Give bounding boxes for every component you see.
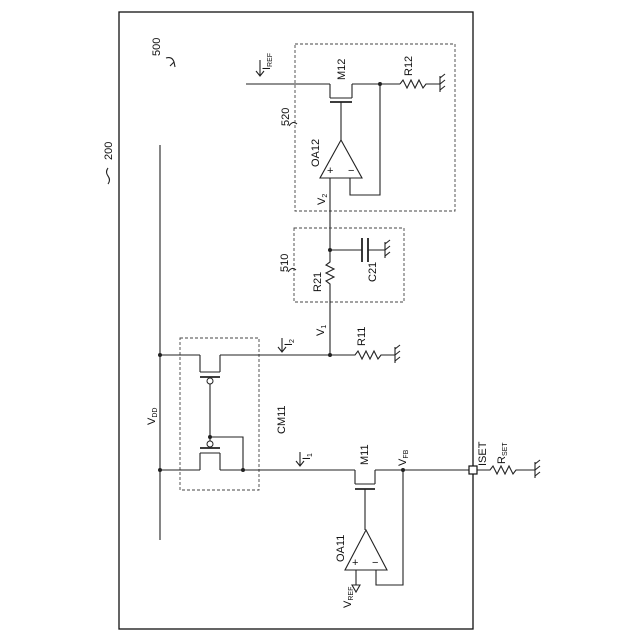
ground-icon bbox=[385, 240, 390, 258]
block-510-boundary bbox=[294, 228, 404, 302]
rset-label: RSET bbox=[496, 442, 509, 464]
m11-label: M11 bbox=[359, 444, 371, 465]
rset-resistor bbox=[477, 466, 535, 474]
block-520-boundary bbox=[295, 44, 455, 211]
r12-resistor bbox=[400, 80, 440, 88]
v1-label: V1 bbox=[315, 325, 328, 336]
oa12-label: OA12 bbox=[310, 139, 322, 167]
figure-ref-text: 500 bbox=[151, 38, 163, 56]
m12-label: M12 bbox=[336, 59, 348, 80]
r11-resistor bbox=[330, 351, 395, 359]
i1-label: I1 bbox=[301, 453, 314, 460]
r11-label: R11 bbox=[356, 327, 368, 346]
oa11-feedback-wire bbox=[376, 470, 403, 585]
ground-icon bbox=[440, 74, 445, 92]
figure-ref-label: 500 bbox=[151, 38, 175, 67]
vref-label: VREF bbox=[342, 587, 355, 608]
r12-label: R12 bbox=[403, 56, 415, 76]
m12-transistor bbox=[330, 84, 352, 140]
vfb-label: VFB bbox=[397, 449, 410, 466]
oa11-plus: + bbox=[352, 557, 358, 569]
ground-icon bbox=[535, 460, 540, 478]
block-510-label: 510 bbox=[279, 254, 291, 272]
iset-pad bbox=[469, 466, 477, 474]
vdd-label: VDD bbox=[146, 408, 159, 425]
oa12-plus: + bbox=[327, 165, 333, 177]
cm11-pmos-bottom bbox=[160, 441, 355, 470]
ground-icon bbox=[395, 345, 400, 363]
i2-label: I2 bbox=[283, 339, 296, 346]
block-520-label: 520 bbox=[280, 108, 292, 126]
node-cm11-out bbox=[241, 468, 245, 472]
figure-ref-arrow bbox=[166, 58, 175, 68]
oa12-minus: − bbox=[348, 165, 354, 177]
iref-label: IREF bbox=[261, 53, 274, 70]
oa11-label: OA11 bbox=[335, 535, 347, 562]
cm11-label: CM11 bbox=[276, 405, 288, 434]
chip-ref-label: 200 bbox=[103, 142, 115, 184]
chip-ref-leader bbox=[107, 168, 110, 184]
r21-label: R21 bbox=[312, 272, 324, 292]
m11-transistor bbox=[355, 470, 375, 530]
oa11-minus: − bbox=[372, 557, 378, 569]
c21-capacitor bbox=[362, 238, 385, 262]
chip-outline bbox=[119, 12, 473, 629]
r21-resistor bbox=[326, 250, 334, 355]
v2-label: V2 bbox=[316, 194, 329, 205]
iset-label: ISET bbox=[477, 441, 489, 466]
chip-ref-text: 200 bbox=[103, 142, 115, 160]
c21-label: C21 bbox=[367, 262, 379, 282]
cm11-pmos-top bbox=[160, 355, 330, 384]
